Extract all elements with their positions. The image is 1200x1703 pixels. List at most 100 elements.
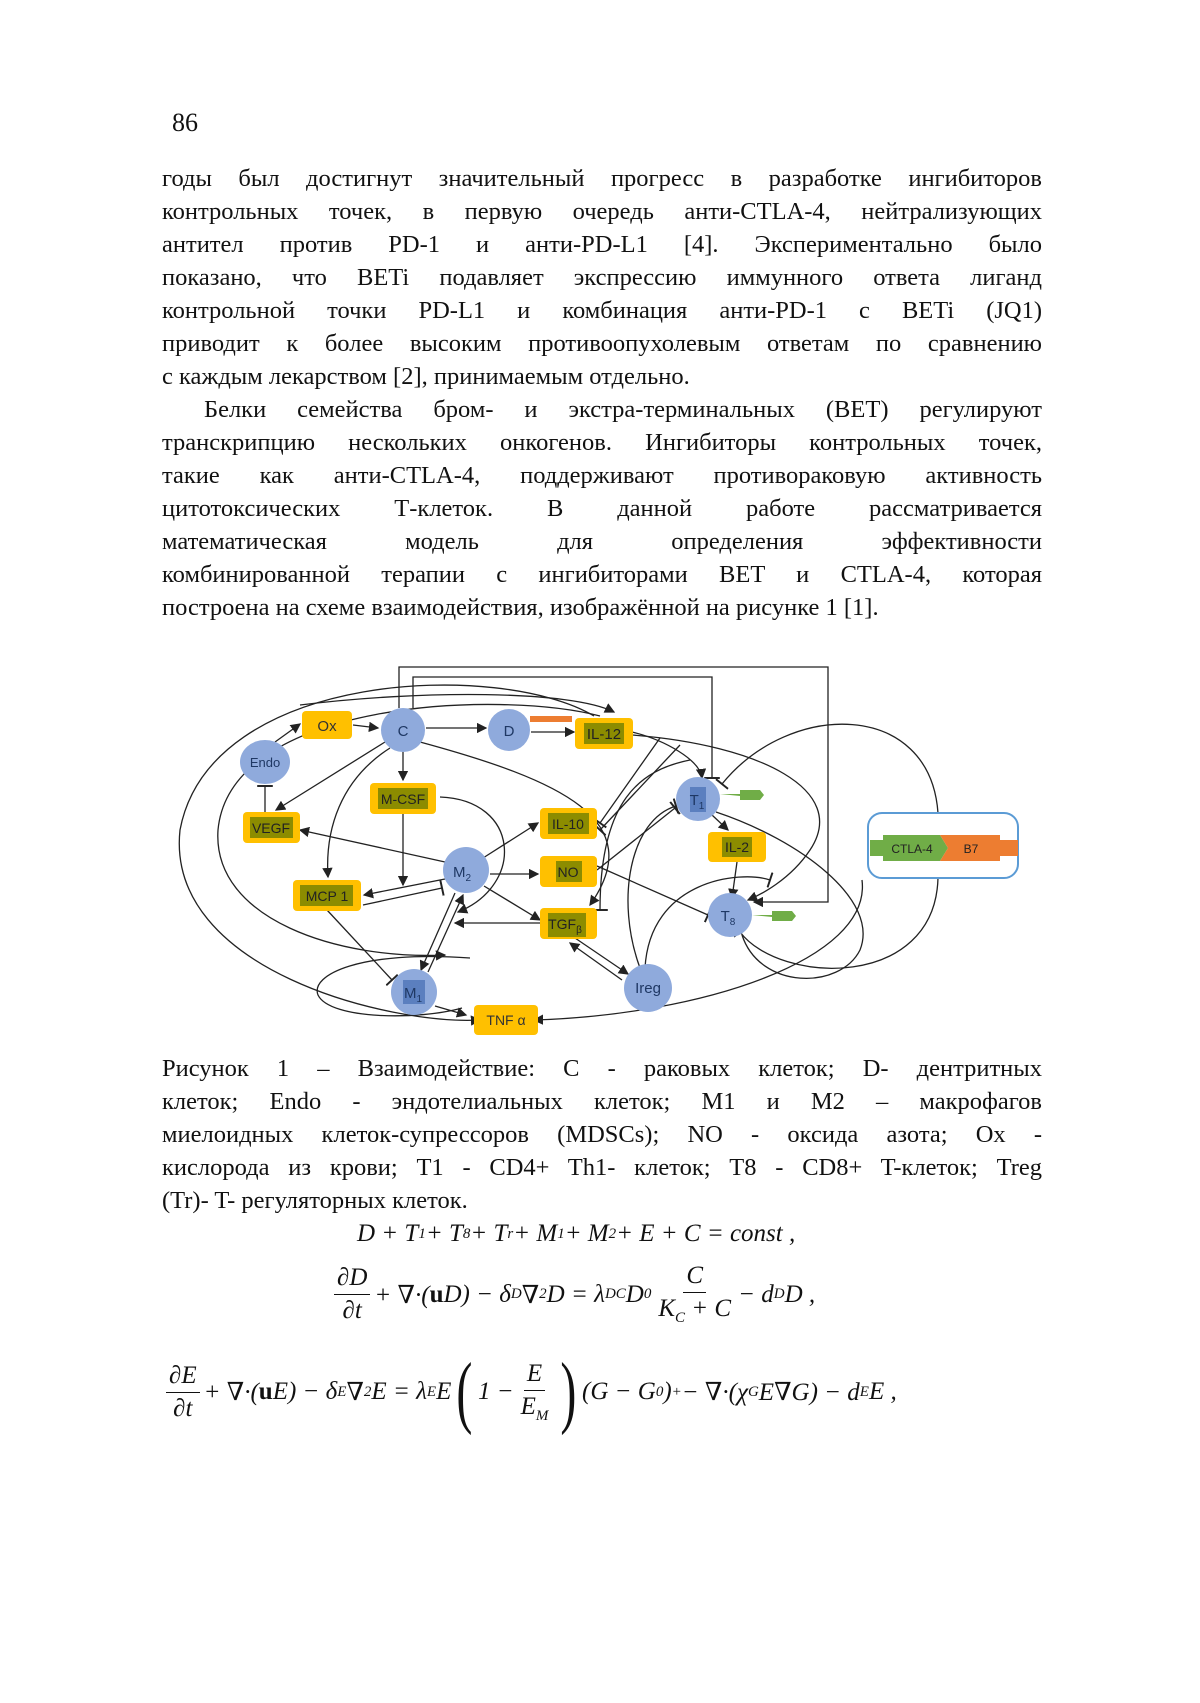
math-text: C [686, 1262, 703, 1289]
math-text: − ∇·(χ [682, 1377, 748, 1407]
edge [364, 879, 445, 895]
edge [428, 895, 463, 972]
node-endo-label: Endo [250, 755, 280, 770]
ctla4-b7-legend: CTLA-4 B7 [868, 813, 1018, 878]
math-text: + E + C = const , [616, 1220, 795, 1248]
math-superscript: 2 [539, 1286, 547, 1303]
edge [363, 888, 442, 905]
edge [600, 738, 660, 823]
fraction-numerator: E [524, 1360, 545, 1391]
math-subscript: 8 [463, 1226, 471, 1243]
edge [534, 880, 862, 1020]
cytokine-nodes: Ox IL-12 VEGF M-CSF IL-10 NO MCP 1 TGFβ … [243, 711, 766, 1035]
math-subscript: C [675, 1310, 685, 1326]
node-ireg-label: Ireg [635, 980, 661, 997]
math-fraction: EEM [518, 1360, 552, 1425]
fraction-denominator: ∂t [170, 1393, 195, 1423]
svg-text:VEGF: VEGF [252, 820, 290, 836]
math-bracket: ) [561, 1352, 577, 1432]
math-text: + M [513, 1220, 557, 1248]
math-superscript: + [672, 1384, 682, 1401]
math-subscript: E [427, 1384, 436, 1401]
equation-effector: ∂E∂t+ ∇·(uE) − δE∇2E = λEE(1 − EEM)(G − … [162, 1352, 897, 1432]
math-subscript: 1 [418, 1226, 426, 1243]
math-text: + T [426, 1220, 463, 1248]
fraction-numerator: ∂E [166, 1362, 200, 1393]
ctla4-label: CTLA-4 [891, 842, 933, 856]
text-line: миелоидных клеток-супрессоров (MDSCs); N… [162, 1118, 1042, 1151]
math-text: D = λ [547, 1281, 605, 1309]
math-vector: u [430, 1281, 444, 1309]
math-text: E , [869, 1378, 897, 1406]
text-line: клеток; Endo - эндотелиальных клеток; M1… [162, 1085, 1042, 1118]
math-text: ∂E [169, 1362, 197, 1389]
text-line: (Tr)- T- регуляторных клеток. [162, 1184, 1042, 1217]
svg-text:M-CSF: M-CSF [381, 791, 425, 807]
equation-conservation: D + T1 + T8 + Tr + M1 + M2 + E + C = con… [357, 1220, 795, 1248]
edge [484, 886, 540, 920]
svg-text:NO: NO [558, 864, 579, 880]
math-subscript: D [511, 1286, 522, 1303]
math-text: + M [565, 1220, 609, 1248]
math-subscript: E [860, 1384, 869, 1401]
math-text: E) − δ [273, 1378, 338, 1406]
text-line: кислорода из крови; T1 - CD4+ Th1- клето… [162, 1151, 1042, 1184]
d-receptor-orange [530, 716, 572, 722]
node-t8 [708, 893, 752, 937]
math-vector: u [259, 1378, 273, 1406]
math-text: + ∇·( [204, 1377, 259, 1407]
edge [276, 742, 385, 810]
math-text: 1 − [478, 1378, 514, 1406]
svg-text:MCP 1: MCP 1 [306, 888, 349, 904]
math-text: E [521, 1393, 536, 1420]
edge [435, 1006, 466, 1015]
math-text: D [626, 1281, 644, 1309]
fraction-denominator: ∂t [340, 1295, 365, 1325]
node-c-label: C [398, 723, 409, 740]
edge [421, 893, 455, 970]
math-text: ∂t [173, 1395, 192, 1422]
t1-receptor-green [720, 790, 764, 800]
fraction-denominator: EM [518, 1391, 552, 1425]
edge [600, 745, 680, 830]
node-m2 [443, 847, 489, 893]
math-subscript: E [337, 1384, 346, 1401]
math-text: ∂t [343, 1297, 362, 1324]
edge [275, 724, 300, 742]
math-text: + T [470, 1220, 507, 1248]
math-text: D , [785, 1281, 816, 1309]
math-subscript: 2 [609, 1226, 617, 1243]
figure-caption: Рисунок 1 – Взаимодействие: C - раковых … [162, 1052, 1042, 1217]
svg-text:IL-10: IL-10 [552, 816, 584, 832]
math-text: E [436, 1378, 451, 1406]
math-fraction: ∂D∂t [334, 1264, 370, 1325]
text-line: Рисунок 1 – Взаимодействие: C - раковых … [162, 1052, 1042, 1085]
edge [353, 725, 378, 728]
edge [483, 823, 538, 858]
fraction-numerator: ∂D [334, 1264, 370, 1295]
edge [740, 878, 938, 968]
equation-dendritic: ∂D∂t+ ∇·(uD) − δD∇2D = λDCD0CKC + C− dDD… [330, 1262, 815, 1327]
svg-text:IL-2: IL-2 [725, 839, 749, 855]
math-text: E = λ [371, 1378, 426, 1406]
math-text: K [658, 1295, 675, 1322]
b7-label: B7 [964, 842, 979, 856]
math-fraction: ∂E ∂t [166, 1362, 200, 1423]
edge [300, 830, 445, 862]
node-d-label: D [504, 723, 515, 740]
math-subscript: 1 [557, 1226, 565, 1243]
edge [597, 808, 675, 870]
edge [628, 806, 676, 968]
math-subscript: D [774, 1286, 785, 1303]
math-text: E∇G) − d [759, 1377, 860, 1407]
edge [732, 862, 737, 898]
math-text: + C [685, 1295, 731, 1322]
math-text: ) [663, 1378, 671, 1406]
math-text: D) − δ [443, 1281, 510, 1309]
math-text: ∇ [522, 1280, 539, 1310]
math-text: (G − G [582, 1378, 656, 1406]
edge [712, 815, 728, 830]
fraction-numerator: C [683, 1262, 706, 1293]
cell-nodes: C D Endo M2 M1 T1 T8 Ireg [240, 708, 752, 1015]
edge [645, 877, 770, 968]
